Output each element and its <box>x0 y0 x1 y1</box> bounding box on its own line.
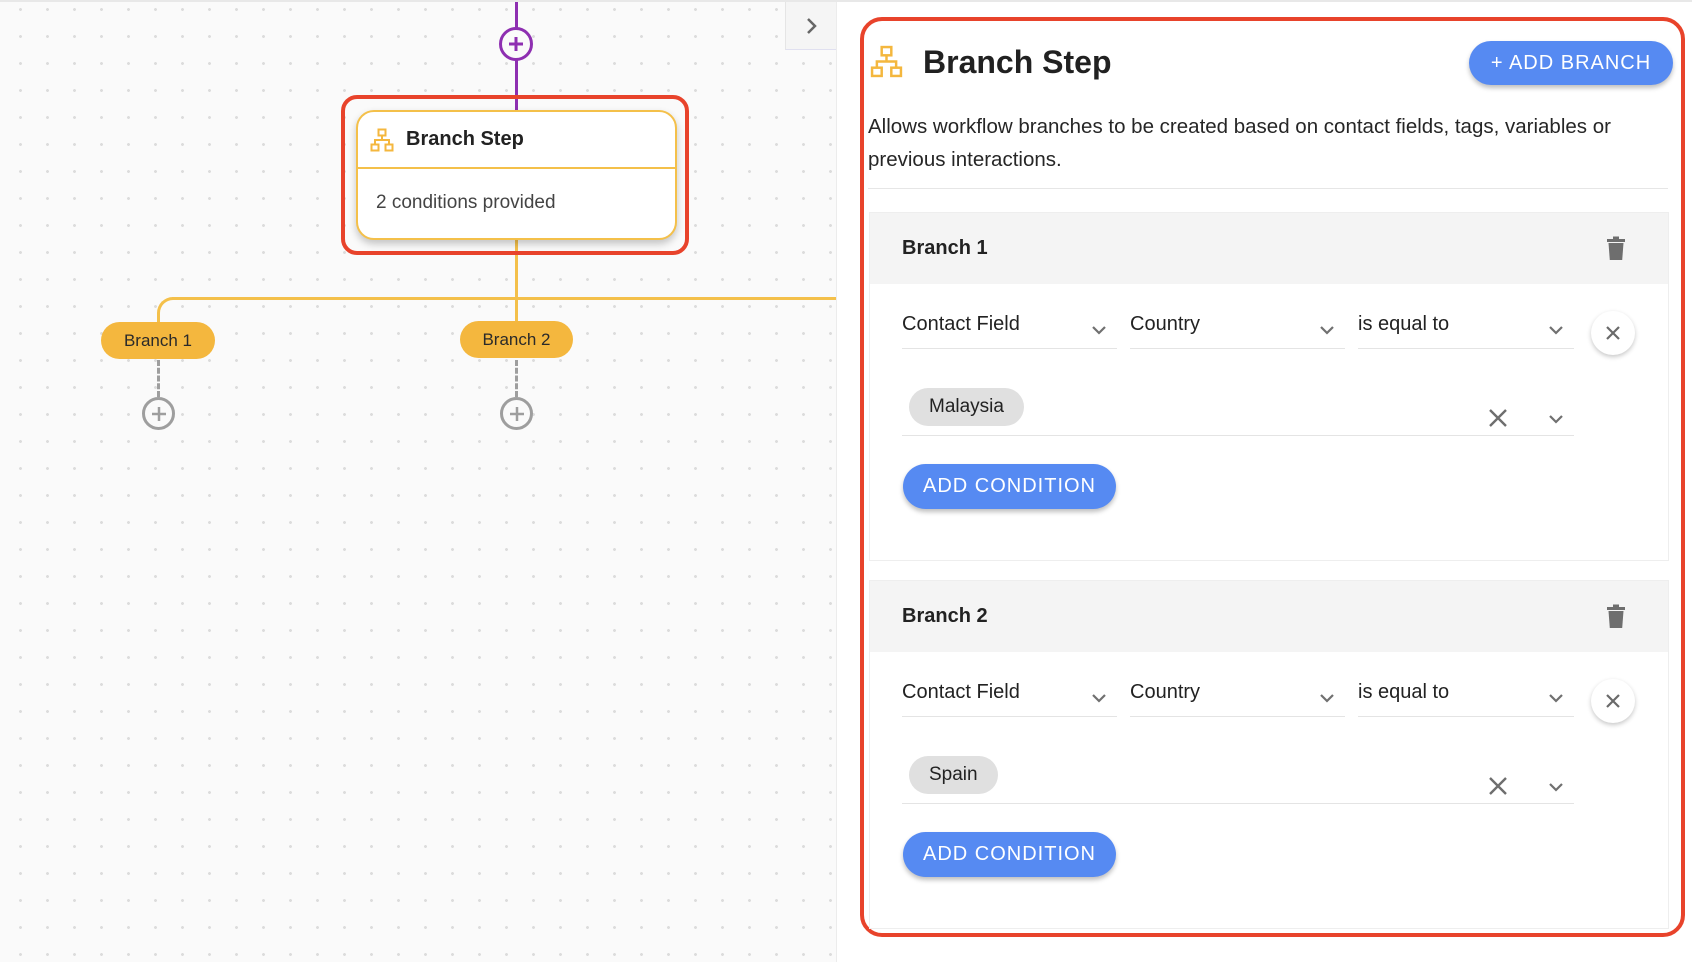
chevron-right-icon <box>806 17 817 34</box>
remove-condition-button[interactable] <box>1591 311 1635 355</box>
workflow-canvas[interactable]: Branch Step 2 conditions provided Branch… <box>0 0 837 962</box>
branch-pill-label: Branch 2 <box>482 329 551 349</box>
branch-pill-1[interactable]: Branch 1 <box>101 322 215 359</box>
branch-step-node[interactable]: Branch Step 2 conditions provided <box>356 110 677 240</box>
condition-operator-select[interactable]: is equal to <box>1358 309 1574 349</box>
remove-condition-button[interactable] <box>1591 679 1635 723</box>
trash-icon <box>1607 236 1625 260</box>
chevron-down-icon <box>1320 694 1334 703</box>
branch-card-1: Branch 1 Contact Field Country is equal … <box>869 212 1669 561</box>
select-value: Contact Field <box>902 681 1020 703</box>
branch-name: Branch 2 <box>902 605 988 627</box>
value-chip[interactable]: Spain <box>909 756 998 794</box>
condition-value-input[interactable]: Spain <box>902 756 1574 804</box>
chevron-down-icon[interactable] <box>1548 414 1564 424</box>
clear-icon[interactable] <box>1488 776 1508 796</box>
condition-field-select[interactable]: Country <box>1130 677 1345 717</box>
node-out-connector <box>515 240 518 322</box>
node-highlight-frame <box>341 95 689 255</box>
branch-bus-connector <box>172 297 836 300</box>
select-value: Country <box>1130 681 1201 703</box>
branch-header: Branch 2 <box>870 581 1668 652</box>
add-step-branch-2-button[interactable] <box>500 397 533 430</box>
sitemap-icon <box>870 45 903 78</box>
chip-label: Spain <box>929 764 978 785</box>
panel-description: Allows workflow branches to be created b… <box>868 115 1611 171</box>
branch-header: Branch 1 <box>870 213 1668 284</box>
node-summary: 2 conditions provided <box>376 192 556 213</box>
chevron-down-icon <box>1092 694 1106 703</box>
close-icon <box>1606 694 1620 708</box>
delete-branch-button[interactable] <box>1606 604 1626 629</box>
collapse-panel-button[interactable] <box>785 2 836 50</box>
plus-icon <box>509 406 524 421</box>
branch-pill-2[interactable]: Branch 2 <box>460 321 573 358</box>
chevron-down-icon <box>1549 326 1563 335</box>
branch-name: Branch 1 <box>902 237 988 259</box>
top-divider <box>0 0 1692 2</box>
branch-1-dashed-connector <box>157 360 160 397</box>
select-value: Contact Field <box>902 313 1020 335</box>
panel-divider <box>868 188 1668 189</box>
branch-2-dashed-connector <box>515 360 518 397</box>
add-condition-button[interactable]: ADD CONDITION <box>903 464 1116 509</box>
trash-icon <box>1607 604 1625 628</box>
plus-icon <box>509 37 523 51</box>
node-title: Branch Step <box>406 128 524 150</box>
select-value: is equal to <box>1358 313 1450 335</box>
branch-card-2: Branch 2 Contact Field Country is equal … <box>869 580 1669 929</box>
close-icon <box>1606 326 1620 340</box>
sitemap-icon <box>370 128 394 151</box>
panel-highlight-frame <box>860 17 1685 937</box>
add-condition-button[interactable]: ADD CONDITION <box>903 832 1116 877</box>
chip-label: Malaysia <box>929 396 1004 417</box>
delete-branch-button[interactable] <box>1606 236 1626 261</box>
add-step-branch-1-button[interactable] <box>142 397 175 430</box>
condition-source-select[interactable]: Contact Field <box>902 677 1117 717</box>
chevron-down-icon[interactable] <box>1548 782 1564 792</box>
panel-title: Branch Step <box>923 44 1112 80</box>
branch-1-connector-curve <box>157 297 175 322</box>
condition-field-select[interactable]: Country <box>1130 309 1345 349</box>
select-value: Country <box>1130 313 1201 335</box>
condition-value-input[interactable]: Malaysia <box>902 388 1574 436</box>
chevron-down-icon <box>1320 326 1334 335</box>
add-branch-button[interactable]: + ADD BRANCH <box>1469 41 1673 85</box>
condition-source-select[interactable]: Contact Field <box>902 309 1117 349</box>
select-value: is equal to <box>1358 681 1450 703</box>
plus-icon <box>151 406 166 421</box>
branch-pill-label: Branch 1 <box>123 330 193 350</box>
node-header: Branch Step <box>358 112 675 169</box>
condition-operator-select[interactable]: is equal to <box>1358 677 1574 717</box>
chevron-down-icon <box>1092 326 1106 335</box>
clear-icon[interactable] <box>1488 408 1508 428</box>
value-chip[interactable]: Malaysia <box>909 388 1024 426</box>
chevron-down-icon <box>1549 694 1563 703</box>
insert-step-button[interactable] <box>499 27 533 61</box>
